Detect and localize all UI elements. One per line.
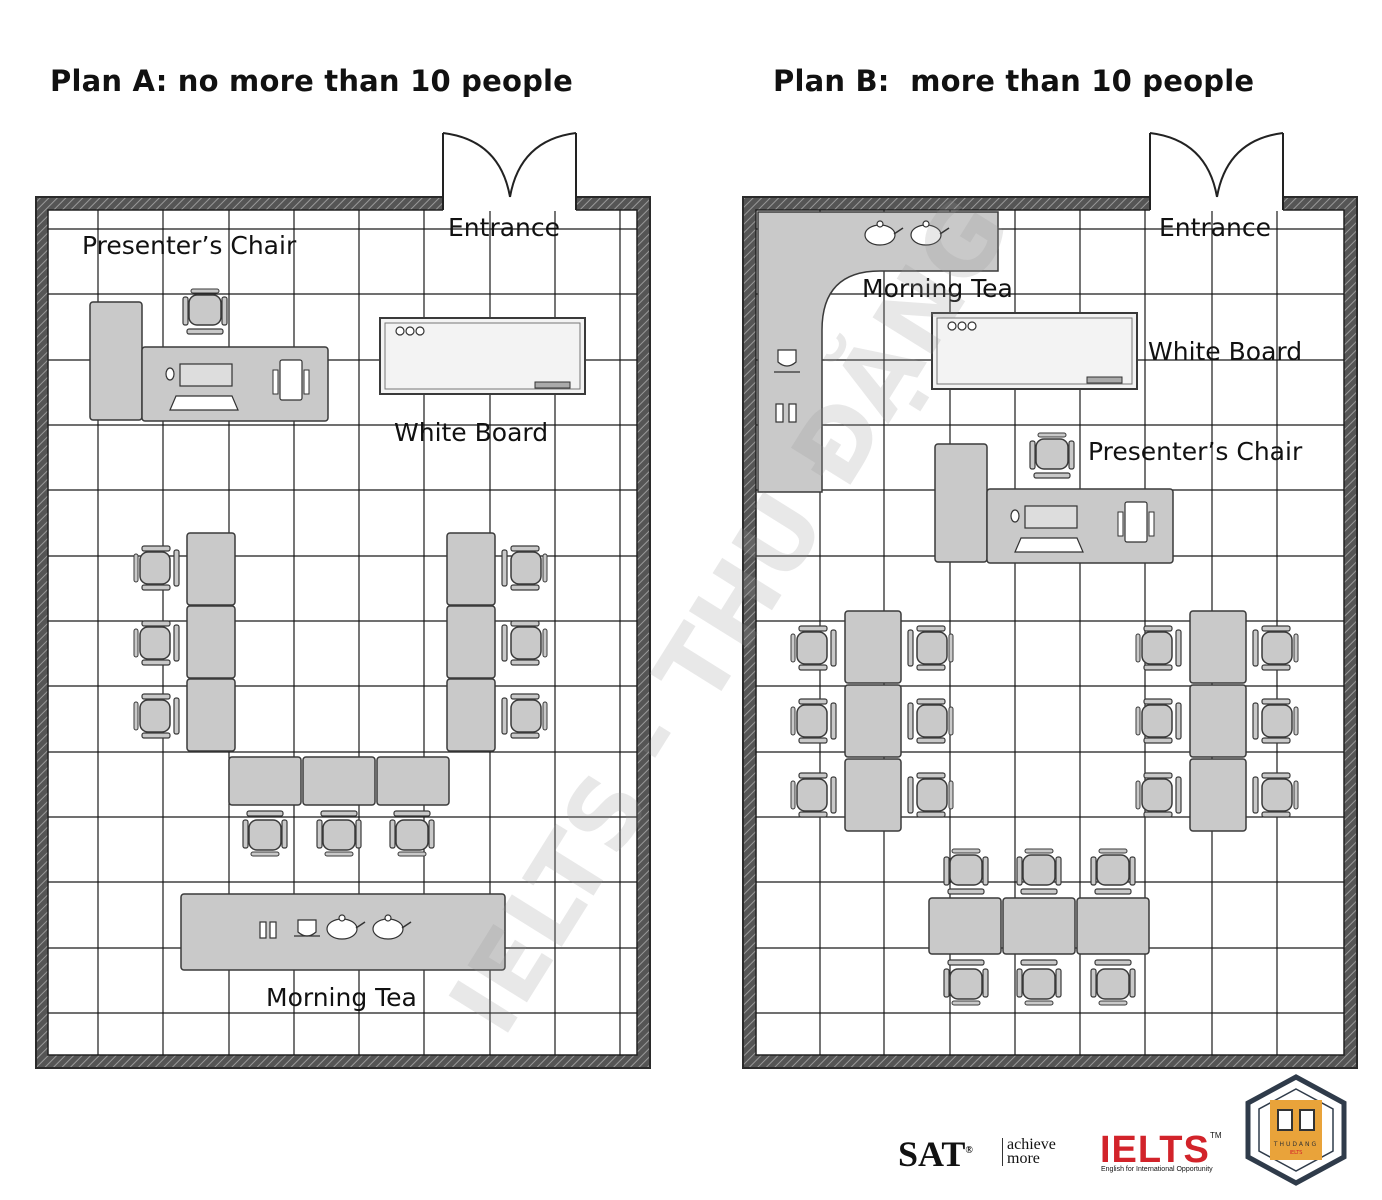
chair (501, 545, 548, 591)
plan-a-bottom-table (228, 756, 302, 806)
chair (1016, 848, 1062, 895)
plan-a-left-table (186, 605, 236, 679)
keyboard-icon (1024, 505, 1078, 529)
plan-a-entrance-door (442, 132, 577, 210)
teapot-icon (326, 918, 358, 940)
ielts-trademark: TM (1210, 1131, 1222, 1140)
chair (907, 625, 954, 671)
plan-a-title: Plan A: no more than 10 people (50, 64, 574, 98)
plan-b-entrance-door (1149, 132, 1284, 210)
ielts-logo: IELTS (1100, 1129, 1210, 1171)
tea-set-icons (259, 914, 412, 940)
plan-b-presenters-chair-label: Presenter’s Chair (1088, 437, 1303, 466)
plan-a-right-table (446, 678, 496, 752)
chair (1252, 625, 1299, 671)
plan-b-morning-tea-table (757, 211, 999, 493)
chair (1016, 959, 1062, 1006)
plan-b-left-table (844, 758, 902, 832)
plan-b-cup-icon (774, 349, 800, 373)
tea-set-icons (864, 220, 950, 246)
plan-b-entrance-label: Entrance (1159, 213, 1271, 242)
monitor-icon (1124, 501, 1148, 543)
plan-b-bottom-table (928, 897, 1002, 955)
sat-tagline-line1: achieve (1007, 1136, 1056, 1153)
chair (133, 545, 180, 591)
chair (501, 620, 548, 666)
whiteboard (931, 312, 1138, 390)
salt-shaker-icon (259, 921, 267, 939)
teapot-icon (864, 224, 896, 246)
plan-b-left-table (844, 684, 902, 758)
plan-a-left-table (186, 532, 236, 606)
chair (182, 288, 228, 335)
mouse-icon (1010, 509, 1020, 523)
monitor-icon (279, 359, 303, 401)
plan-b-morning-tea-label: Morning Tea (862, 274, 1013, 303)
presenter-desk (89, 301, 329, 422)
chair (790, 698, 837, 744)
plan-b-left-table (844, 610, 902, 684)
plan-a-bottom-table (376, 756, 450, 806)
chair (1135, 625, 1182, 671)
teapot-icon (910, 224, 942, 246)
sat-registered-mark: ® (965, 1145, 973, 1156)
chair (1135, 698, 1182, 744)
chair (1135, 772, 1182, 818)
plan-a-left-table (186, 678, 236, 752)
thudang-badge-logo: THUDANG IELTS (1245, 1074, 1347, 1186)
plan-a-morning-tea-label: Morning Tea (266, 983, 417, 1012)
ielts-tagline: English for International Opportunity (1101, 1166, 1213, 1173)
chair (1252, 772, 1299, 818)
laptop-icon (1014, 537, 1084, 553)
chair (1252, 698, 1299, 744)
whiteboard (379, 317, 586, 395)
mouse-icon (165, 367, 175, 381)
plan-a-right-table (446, 605, 496, 679)
chair (1090, 848, 1136, 895)
keyboard-icon (179, 363, 233, 387)
chair (1090, 959, 1136, 1006)
sat-tagline-line2: more (1007, 1150, 1040, 1167)
plan-a-entrance-label: Entrance (448, 213, 560, 242)
plan-b-right-table (1189, 610, 1247, 684)
plan-b-shakers-icon (775, 403, 797, 423)
chair (316, 810, 362, 857)
plan-a-presenters-chair-label: Presenter’s Chair (82, 231, 297, 260)
chair (790, 625, 837, 671)
plan-a-right-table (446, 532, 496, 606)
plan-b-bottom-table (1076, 897, 1150, 955)
cup-icon (297, 919, 317, 937)
plan-b-white-board-label: White Board (1148, 337, 1302, 366)
plan-b-title: Plan B: more than 10 people (773, 64, 1255, 98)
chair (501, 693, 548, 739)
plan-b-right-table (1189, 758, 1247, 832)
plan-a-bottom-table (302, 756, 376, 806)
chair (907, 698, 954, 744)
pepper-shaker-icon (269, 921, 277, 939)
chair (242, 810, 288, 857)
chair (1029, 432, 1075, 479)
presenter-desk (934, 443, 1174, 564)
teapot-icon (372, 918, 404, 940)
chair (133, 620, 180, 666)
plan-b-right-table (1189, 684, 1247, 758)
chair (943, 959, 989, 1006)
laptop-icon (169, 395, 239, 411)
chair (389, 810, 435, 857)
badge-subtext: IELTS (1290, 1150, 1303, 1156)
chair (943, 848, 989, 895)
chair (790, 772, 837, 818)
chair (907, 772, 954, 818)
badge-text: THUDANG (1273, 1141, 1318, 1148)
chair (133, 693, 180, 739)
plan-a-white-board-label: White Board (394, 418, 548, 447)
sat-logo: SAT® (898, 1133, 973, 1175)
plan-b-bottom-table (1002, 897, 1076, 955)
sat-logo-text: SAT (898, 1134, 966, 1174)
